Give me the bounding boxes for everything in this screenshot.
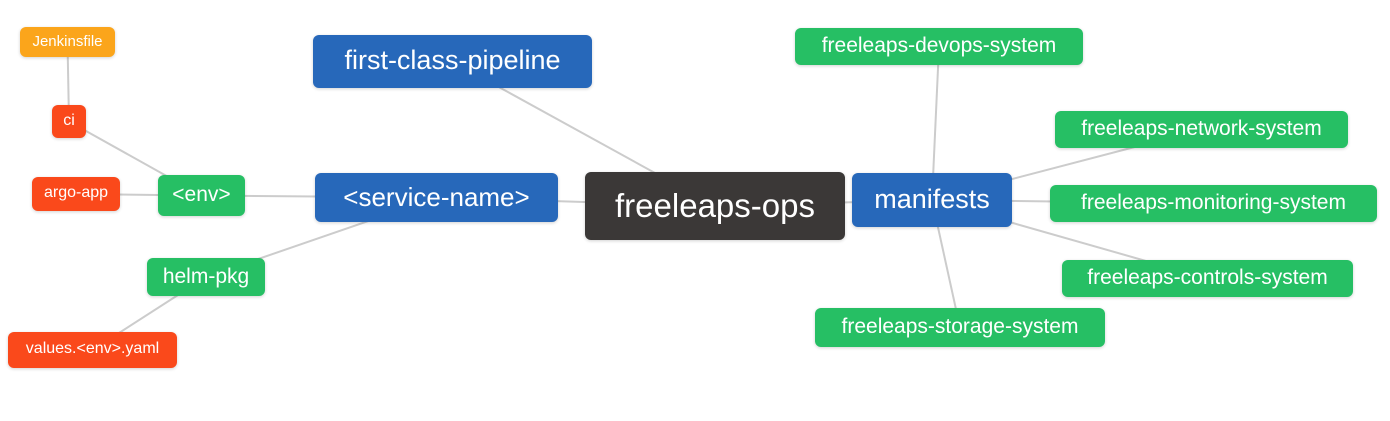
node-freeleaps-monitoring-system[interactable]: freeleaps-monitoring-system <box>1050 185 1377 222</box>
node-service-name[interactable]: <service-name> <box>315 173 558 222</box>
node-env[interactable]: <env> <box>158 175 245 216</box>
node-argo-app[interactable]: argo-app <box>32 177 120 211</box>
node-label: freeleaps-storage-system <box>841 315 1079 338</box>
node-freeleaps-ops[interactable]: freeleaps-ops <box>585 172 845 240</box>
node-label: freeleaps-devops-system <box>821 34 1057 57</box>
node-helm-pkg[interactable]: helm-pkg <box>147 258 265 296</box>
node-label: <env> <box>172 183 231 206</box>
node-label: freeleaps-ops <box>615 186 815 224</box>
node-label: ci <box>63 111 75 129</box>
node-ci[interactable]: ci <box>52 105 86 138</box>
node-label: Jenkinsfile <box>32 32 103 50</box>
node-label: first-class-pipeline <box>344 45 561 75</box>
node-values-env-yaml[interactable]: values.<env>.yaml <box>8 332 177 368</box>
node-jenkinsfile[interactable]: Jenkinsfile <box>20 27 115 57</box>
node-label: <service-name> <box>343 181 530 212</box>
node-label: freeleaps-controls-system <box>1087 266 1328 289</box>
node-manifests[interactable]: manifests <box>852 173 1012 227</box>
node-label: argo-app <box>43 184 109 201</box>
node-freeleaps-devops-system[interactable]: freeleaps-devops-system <box>795 28 1083 65</box>
node-label: manifests <box>874 183 990 214</box>
node-freeleaps-controls-system[interactable]: freeleaps-controls-system <box>1062 260 1353 297</box>
node-label: values.<env>.yaml <box>25 340 160 357</box>
node-label: helm-pkg <box>162 264 250 288</box>
node-first-class-pipeline[interactable]: first-class-pipeline <box>313 35 592 88</box>
node-label: freeleaps-network-system <box>1081 117 1322 140</box>
node-freeleaps-network-system[interactable]: freeleaps-network-system <box>1055 111 1348 148</box>
node-label: freeleaps-monitoring-system <box>1081 191 1346 214</box>
node-freeleaps-storage-system[interactable]: freeleaps-storage-system <box>815 308 1105 347</box>
